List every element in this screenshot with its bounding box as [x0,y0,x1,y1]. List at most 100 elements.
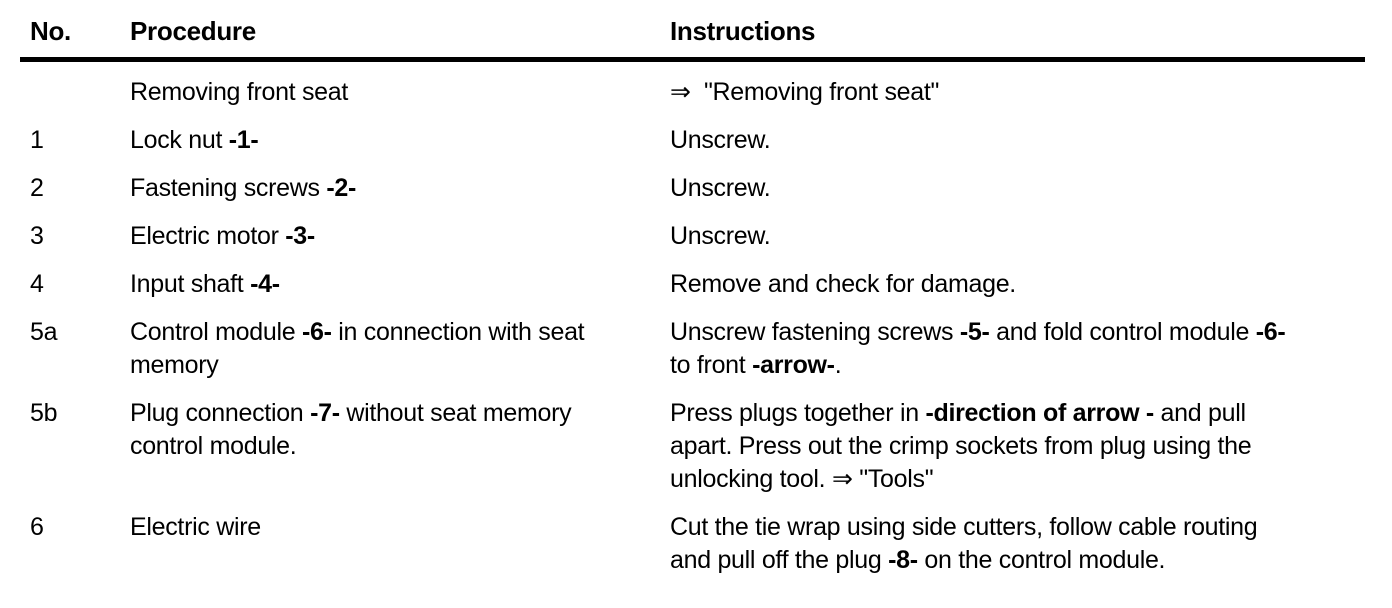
bold-reference-marker: -6- [1255,318,1286,346]
table-body: Removing front seat ⇒ "Removing front sea… [20,60,1365,593]
text-line: Plug connection -7- without seat memory [130,397,670,430]
text-segment: Removing front seat [130,78,349,106]
text-segment: Control module [130,318,302,346]
bold-reference-marker: -arrow- [752,351,835,379]
text-segment: and pull [1153,399,1246,427]
text-line: Removing front seat [130,76,670,109]
header-row: No. Procedure Instructions [20,15,1365,62]
table-row: 5a Control module -6- in connection with … [20,316,1365,397]
text-line: Unscrew. [670,220,1365,253]
text-line: Fastening screws -2- [130,172,670,205]
row-number-cell: 3 [30,222,44,250]
bold-reference-marker: -1- [228,126,259,154]
bold-reference-marker: -3- [285,222,315,250]
text-line: Cut the tie wrap using side cutters, fol… [670,511,1365,544]
text-line: Electric motor -3- [130,220,670,253]
row-number-cell: 2 [30,174,44,202]
text-segment: Press plugs together in [670,399,926,427]
table-row: Removing front seat ⇒ "Removing front sea… [20,60,1365,125]
text-segment: unlocking tool. ⇒ "Tools" [670,465,934,493]
row-number-cell: 6 [30,513,44,541]
row-number-cell: 5a [30,318,58,346]
text-segment: memory [130,351,219,379]
text-segment: ⇒ "Removing front seat" [670,78,940,106]
text-segment: Unscrew fastening screws [670,318,960,346]
text-line: Unscrew fastening screws -5- and fold co… [670,316,1365,349]
text-segment: Fastening screws [130,174,327,202]
text-segment: and pull off the plug [670,546,889,574]
instructions-cell: Press plugs together in -direction of ar… [670,397,1365,511]
text-segment: Plug connection [130,399,311,427]
text-segment: Electric motor [130,222,286,250]
instructions-cell: ⇒ "Removing front seat" [670,60,1365,125]
text-line: and pull off the plug -8- on the control… [670,544,1365,577]
text-segment: Lock nut [130,126,229,154]
text-segment: Unscrew. [670,222,771,250]
text-segment: in connection with seat [331,318,585,346]
row-number-cell: 5b [30,399,58,427]
text-line: Electric wire [130,511,670,544]
column-header-no: No. [20,15,130,62]
text-segment: control module. [130,432,297,460]
text-line: Unscrew. [670,172,1365,205]
text-segment: Input shaft [130,270,251,298]
column-header-procedure: Procedure [130,15,670,62]
text-line: Control module -6- in connection with se… [130,316,670,349]
text-segment: . [834,351,842,379]
text-segment: Unscrew. [670,174,771,202]
bold-reference-marker: -direction of arrow - [925,399,1154,427]
text-segment: and fold control module [989,318,1256,346]
bold-reference-marker: -2- [326,174,357,202]
text-segment: to front [670,351,753,379]
row-number-cell: 4 [30,270,44,298]
manual-page: No. Procedure Instructions Removing fron… [20,15,1365,592]
instructions-cell: Remove and check for damage. [670,268,1365,316]
table-row: 6 Electric wire Cut the tie wrap using sid… [20,511,1365,592]
procedure-cell: Lock nut -1- [130,124,670,172]
procedure-cell: Fastening screws -2- [130,172,670,220]
text-segment: apart. Press out the crimp sockets from … [670,432,1252,460]
text-line: ⇒ "Removing front seat" [670,76,1365,109]
text-line: to front -arrow-. [670,349,1365,382]
instructions-cell: Unscrew fastening screws -5- and fold co… [670,316,1365,397]
table-header: No. Procedure Instructions [20,15,1365,62]
procedure-cell: Electric wire [130,511,670,592]
text-segment: Unscrew. [670,126,771,154]
text-line: Press plugs together in -direction of ar… [670,397,1365,430]
text-segment: without seat memory [339,399,572,427]
procedure-cell: Input shaft -4- [130,268,670,316]
table-row: 5b Plug connection -7- without seat memor… [20,397,1365,511]
bold-reference-marker: -4- [250,270,280,298]
row-number-cell: 1 [30,126,44,154]
procedure-cell: Removing front seat [130,60,670,125]
text-line: unlocking tool. ⇒ "Tools" [670,463,1365,496]
text-segment: Remove and check for damage. [670,270,1016,298]
procedure-table: No. Procedure Instructions Removing fron… [20,15,1365,592]
bold-reference-marker: -7- [310,399,340,427]
text-line: control module. [130,430,670,463]
row-number-cell [20,60,130,125]
text-line: memory [130,349,670,382]
column-header-instructions: Instructions [670,15,1365,62]
text-line: Unscrew. [670,124,1365,157]
bold-reference-marker: -8- [888,546,918,574]
text-line: Input shaft -4- [130,268,670,301]
text-segment: on the control module. [917,546,1166,574]
instructions-cell: Unscrew. [670,124,1365,172]
text-segment: Cut the tie wrap using side cutters, fol… [670,513,1258,541]
bold-reference-marker: -6- [301,318,332,346]
text-line: apart. Press out the crimp sockets from … [670,430,1365,463]
procedure-cell: Electric motor -3- [130,220,670,268]
procedure-cell: Control module -6- in connection with se… [130,316,670,397]
text-segment: Electric wire [130,513,261,541]
text-line: Lock nut -1- [130,124,670,157]
instructions-cell: Unscrew. [670,220,1365,268]
instructions-cell: Unscrew. [670,172,1365,220]
text-line: Remove and check for damage. [670,268,1365,301]
bold-reference-marker: -5- [959,318,990,346]
